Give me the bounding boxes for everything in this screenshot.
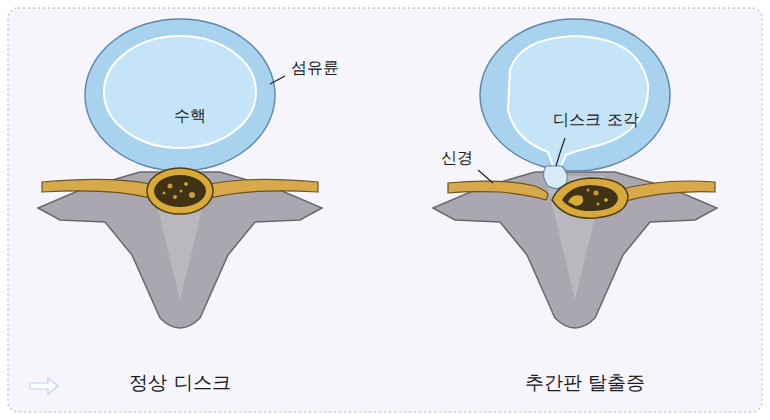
- herniated-spine: [433, 19, 717, 328]
- part-label: 섬유륜: [291, 58, 339, 77]
- caption-label: 추간판 탈출증: [525, 371, 645, 394]
- arrow-icon: [30, 378, 58, 394]
- normal-spine: [38, 19, 322, 328]
- part-label: 수핵: [174, 106, 206, 125]
- part-label: 디스크 조각: [553, 110, 638, 129]
- caption-label: 정상 디스크: [129, 371, 230, 394]
- part-label: 신경: [441, 148, 473, 167]
- frame: [8, 8, 762, 412]
